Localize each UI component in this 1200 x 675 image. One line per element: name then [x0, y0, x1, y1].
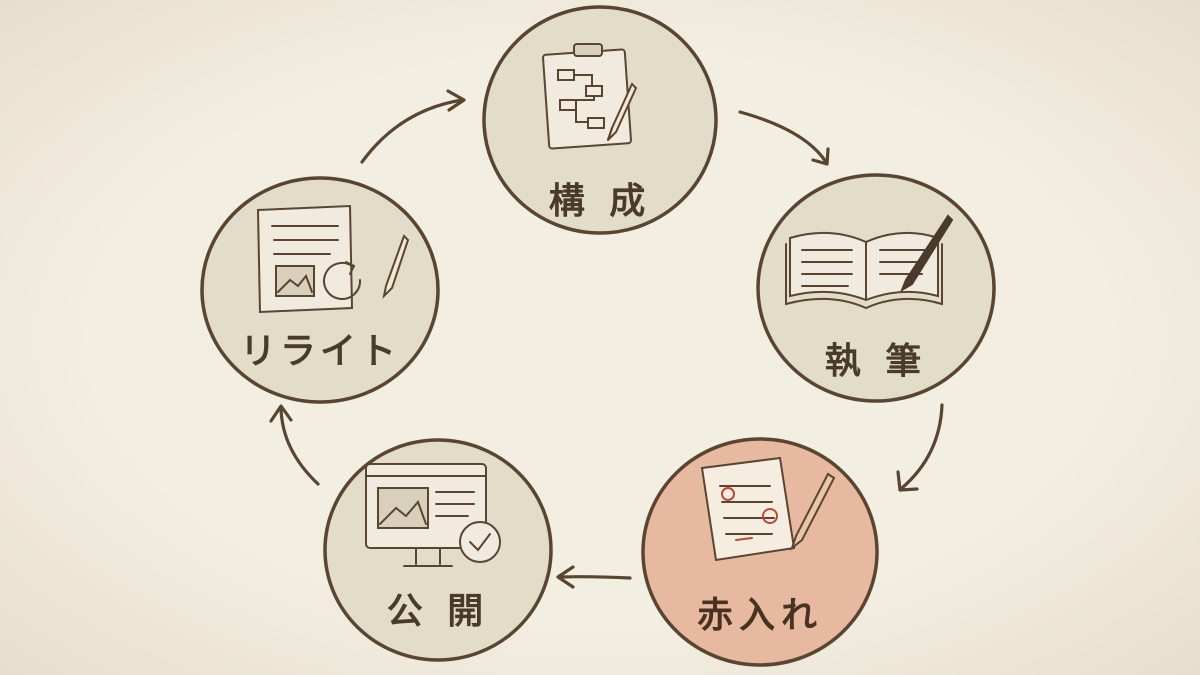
arrowhead-structure — [446, 89, 466, 112]
arrow-redlining-to-publish — [558, 575, 632, 580]
arrowhead-rewrite — [269, 404, 293, 423]
clipboard-flowchart-pencil-icon — [542, 43, 638, 150]
arrowhead-publish — [556, 565, 575, 589]
arrow-publish-to-rewrite — [279, 406, 320, 486]
node-writing: 執 筆 — [756, 168, 996, 408]
node-label-structure: 構 成 — [548, 180, 652, 222]
arrow-rewrite-to-structure — [360, 98, 464, 164]
arrowhead-writing — [811, 147, 830, 166]
node-label-publish: 公 開 — [386, 590, 490, 632]
arrow-writing-to-redlining — [900, 403, 944, 490]
node-label-writing: 執 筆 — [824, 340, 928, 382]
node-label-rewrite: リライト — [239, 330, 400, 372]
node-rewrite: リライト — [200, 170, 440, 410]
node-publish: 公 開 — [318, 430, 558, 670]
document-refresh-pencil-icon — [256, 204, 410, 314]
node-structure: 構 成 — [480, 0, 720, 240]
marked-paper-pencil-icon — [700, 456, 836, 562]
node-redlining: 赤入れ — [640, 432, 880, 672]
arrowhead-redlining — [896, 470, 919, 492]
arrow-structure-to-writing — [738, 110, 828, 164]
monitor-checkmark-icon — [365, 463, 501, 567]
node-label-redlining: 赤入れ — [696, 594, 823, 636]
open-book-fountain-pen-icon — [785, 214, 954, 310]
